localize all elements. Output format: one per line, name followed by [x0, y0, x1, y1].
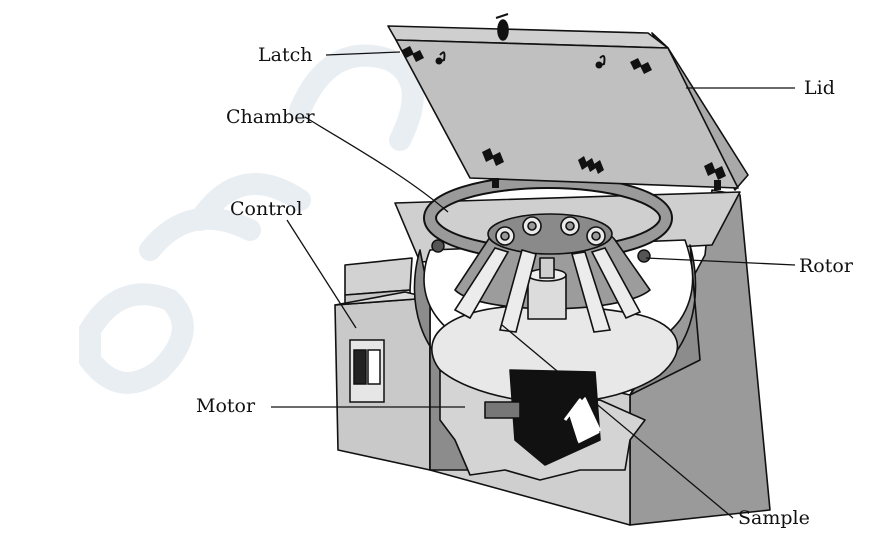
motor-mount-left: [485, 402, 520, 418]
label-rotor: Rotor: [799, 255, 854, 277]
label-lid: Lid: [804, 77, 835, 99]
lid: [388, 14, 748, 190]
label-sample: Sample: [738, 507, 810, 529]
label-control: Control: [230, 198, 302, 220]
leader-chamber: [305, 117, 448, 212]
label-motor: Motor: [196, 395, 256, 417]
lid-face: [396, 40, 738, 188]
power-switch: [350, 340, 384, 402]
label-latch: Latch: [258, 44, 312, 66]
label-chamber: Chamber: [226, 106, 316, 128]
cabinet-left-step-top: [345, 258, 412, 295]
